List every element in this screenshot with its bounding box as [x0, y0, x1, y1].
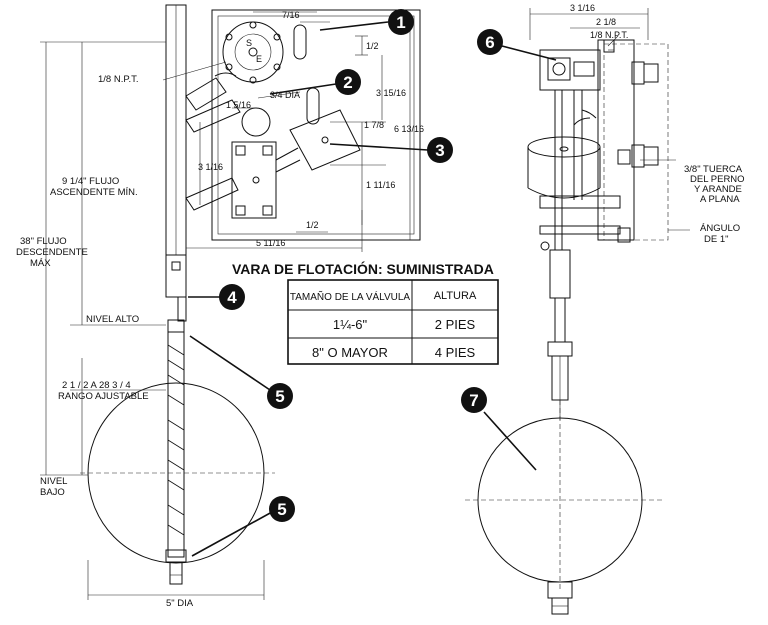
- callouts: 1 2 3 4 5 5 6 7: [188, 9, 557, 557]
- svg-text:E: E: [256, 54, 262, 64]
- valve-body-circle: [222, 21, 284, 83]
- table-row-1-size: 1¼-6": [333, 317, 368, 332]
- valve-block-right: [539, 49, 601, 91]
- threaded-rod: [167, 331, 185, 558]
- dim-5-11-16: 5 11/16: [256, 238, 285, 248]
- float-arm-block: [289, 109, 361, 171]
- svg-text:7: 7: [469, 391, 478, 410]
- callout-7: [461, 387, 487, 413]
- table-row-2-size: 8" O MAYOR: [312, 345, 388, 360]
- callout-5-lower: [269, 496, 295, 522]
- dim-npt-left: 1/8 N.P.T.: [98, 74, 139, 85]
- mounting-angle: [597, 39, 635, 241]
- flujo-asc-line1: 9 1/4" FLUJO: [62, 176, 119, 187]
- angulo-line1: ÁNGULO: [700, 223, 740, 234]
- svg-text:5: 5: [275, 387, 284, 406]
- dim-1-7-8: 1 7/8: [364, 120, 384, 130]
- right-dimension-labels: 3 1/16 2 1/8 1/8 N.P.T. 3/8" TUERCA DEL …: [570, 3, 745, 245]
- dim-1-5-16: 1 5/16: [226, 100, 251, 110]
- rango-line2: RANGO AJUSTABLE: [58, 391, 149, 402]
- callout-1: [388, 9, 414, 35]
- svg-text:4: 4: [227, 288, 237, 307]
- tuerca-line2: DEL PERNO: [690, 174, 745, 185]
- dim-1-2-top: 1/2: [366, 41, 379, 51]
- tuerca-line4: A PLANA: [700, 194, 740, 205]
- valve-plate: [211, 9, 421, 241]
- dim-2-1-8: 2 1/8: [596, 17, 616, 27]
- dim-npt-right: 1/8 N.P.T.: [590, 30, 628, 40]
- rango-line1: 2 1 / 2 A 28 3 / 4: [62, 380, 131, 391]
- angulo-line2: DE 1": [704, 234, 729, 245]
- nivel-bajo-line1: NIVEL: [40, 476, 67, 487]
- nivel-bajo-line2: BAJO: [40, 487, 65, 498]
- flujo-desc-line2: DESCENDENTE: [16, 247, 88, 258]
- dim-6-13-16: 6 13/16: [394, 124, 424, 134]
- callout-4: [219, 284, 245, 310]
- pivot-block: [231, 141, 277, 219]
- dim-3-4-dia: 3/4 DIA: [270, 90, 300, 100]
- dim-1-11-16: 1 11/16: [366, 180, 395, 190]
- svg-text:3: 3: [435, 141, 444, 160]
- flujo-asc-line2: ASCENDENTE MÍN.: [50, 187, 138, 198]
- dim-5-dia: 5" DIA: [166, 598, 194, 609]
- svg-text:2: 2: [343, 73, 352, 92]
- table-row-1-height: 2 PIES: [435, 317, 476, 332]
- adjust-nut-bottom: [165, 549, 187, 563]
- rod-coupling: [165, 254, 187, 298]
- svg-text:6: 6: [485, 33, 494, 52]
- tuerca-line1: 3/8" TUERCA: [684, 164, 743, 175]
- dim-3-15-16: 3 15/16: [376, 88, 406, 98]
- table-header-size: TAMAÑO DE LA VÁLVULA: [290, 290, 411, 303]
- nivel-alto-label: NIVEL ALTO: [86, 314, 139, 325]
- tuerca-line3: Y ARANDE: [694, 184, 742, 195]
- dim-7-16-top: 7/16: [282, 10, 300, 20]
- diagram-title: VARA DE FLOTACIÓN: SUMINISTRADA: [232, 260, 494, 277]
- dim-3-1-16-right: 3 1/16: [570, 3, 595, 13]
- right-assembly: [465, 8, 690, 615]
- left-assembly: S E: [40, 4, 421, 600]
- svg-text:1: 1: [396, 13, 405, 32]
- valve-size-table: TAMAÑO DE LA VÁLVULA ALTURA 1¼-6" 2 PIES…: [287, 279, 499, 365]
- dim-1-2-bottom: 1/2: [306, 220, 319, 230]
- table-row-2-height: 4 PIES: [435, 345, 476, 360]
- callout-5-upper: [267, 383, 293, 409]
- dim-3-1-16: 3 1/16: [198, 162, 223, 172]
- callout-3: [427, 137, 453, 163]
- flujo-desc-line3: MÁX: [30, 258, 51, 269]
- table-header-height: ALTURA: [434, 290, 477, 302]
- flujo-desc-line1: 38" FLUJO: [20, 236, 67, 247]
- adjust-nut-top: [167, 319, 185, 333]
- callout-6: [477, 29, 503, 55]
- callout-2: [335, 69, 361, 95]
- left-dimension-labels: 7/16 1/2 1/8 N.P.T. 3/4 DIA 3 15/16 1 5/…: [16, 10, 424, 609]
- svg-text:S: S: [246, 38, 252, 48]
- svg-text:5: 5: [277, 500, 286, 519]
